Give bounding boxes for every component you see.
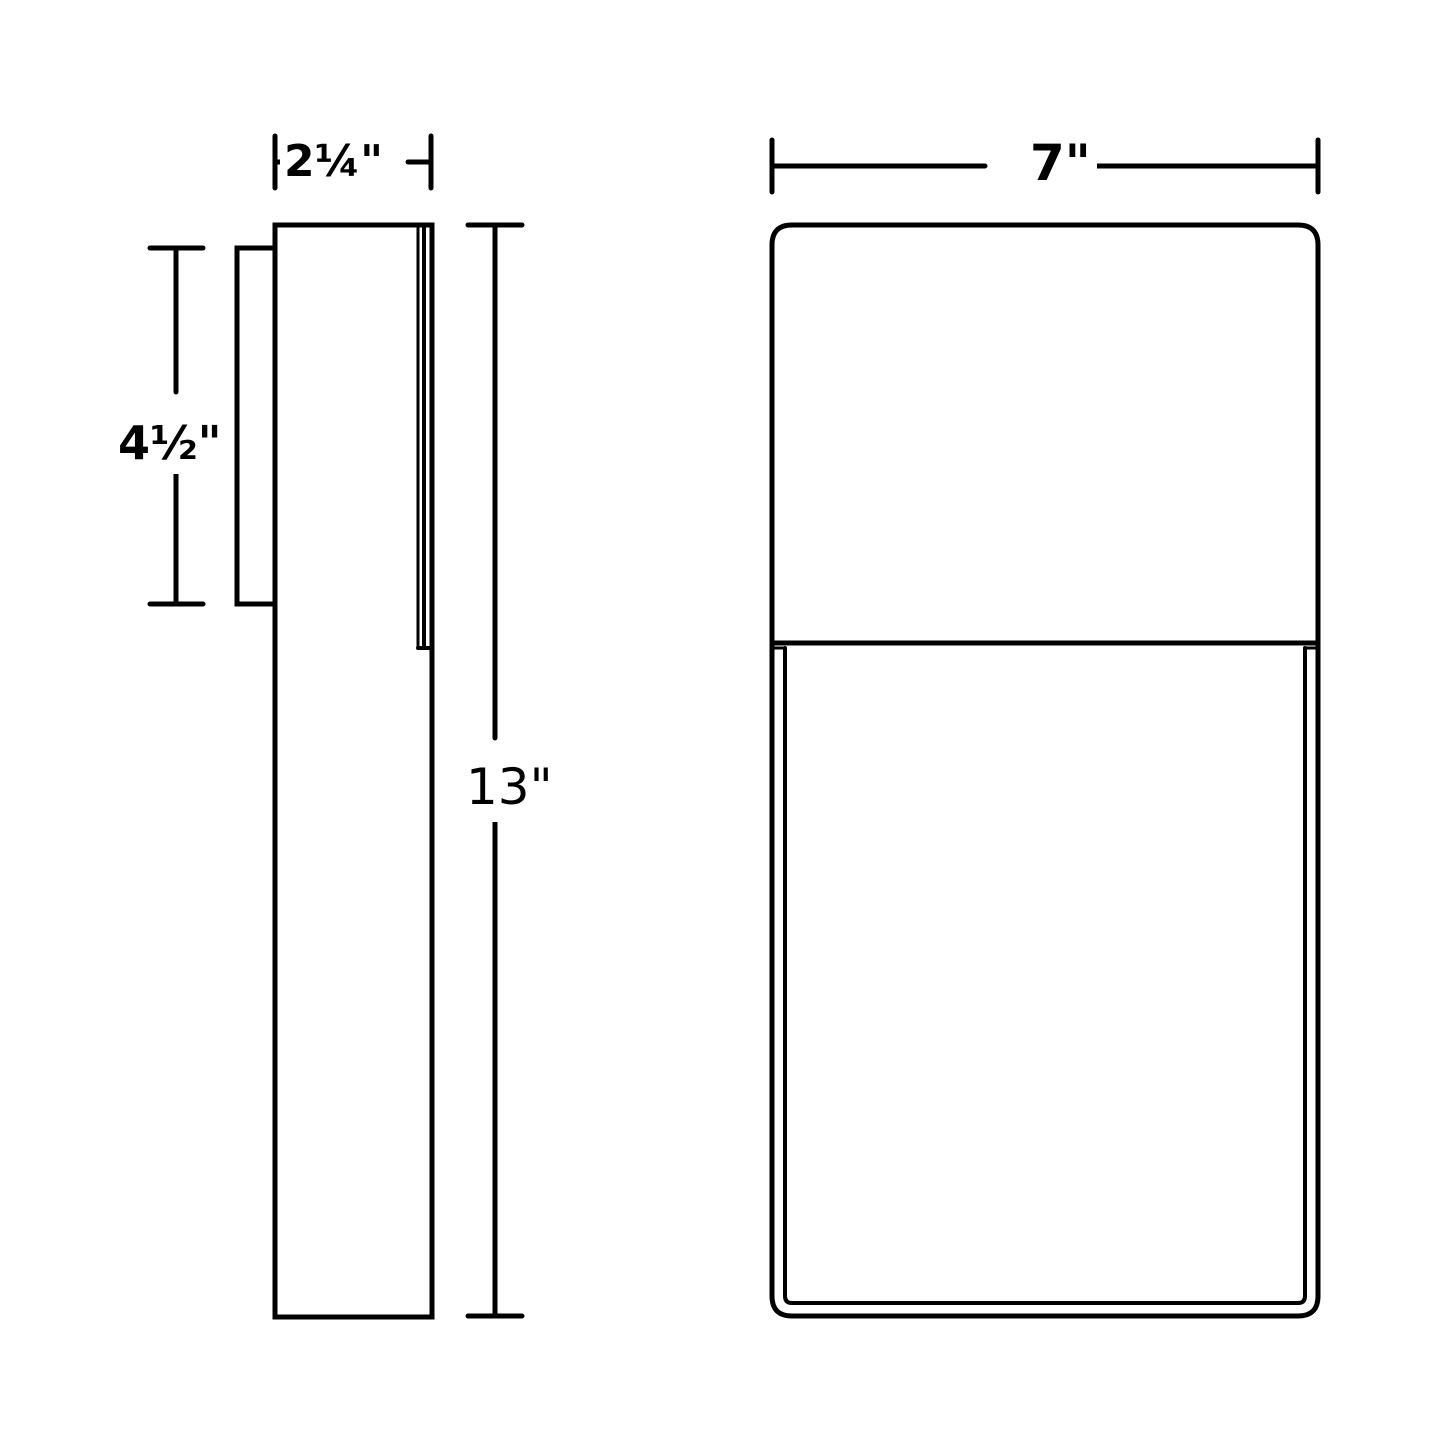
- mount-height-label: 4½": [118, 412, 222, 474]
- side-view: [147, 133, 525, 1320]
- side-body: [272, 222, 435, 1320]
- side-width-label: 2¼": [280, 140, 388, 184]
- front-width-label: 7": [1024, 138, 1097, 188]
- overall-height-label: 13": [466, 752, 553, 822]
- overall-height-dimension: [465, 222, 525, 1319]
- front-lens: [783, 646, 1307, 1305]
- mounting-plate: [234, 245, 278, 607]
- front-view: [769, 137, 1321, 1319]
- mount-height-dimension: [147, 245, 206, 607]
- front-housing: [769, 222, 1321, 1319]
